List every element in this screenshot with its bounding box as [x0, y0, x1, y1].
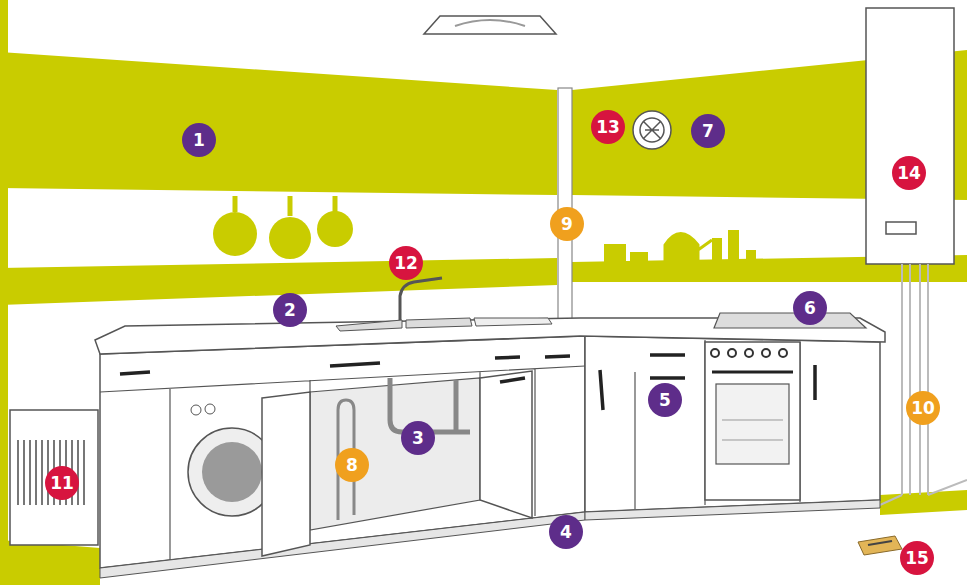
bottle — [728, 230, 739, 274]
drainer — [474, 318, 552, 326]
callout-number: 12 — [389, 246, 423, 280]
pan-handle — [233, 196, 238, 212]
callout-disc — [389, 246, 423, 280]
pan-handle — [333, 196, 338, 212]
callout-disc — [335, 448, 369, 482]
callout-number: 1 — [182, 123, 216, 157]
sink-cabinet — [262, 371, 532, 556]
radiator — [10, 410, 98, 545]
radiator-body — [10, 410, 98, 545]
cabinet-door — [480, 371, 532, 518]
callout-disc — [648, 383, 682, 417]
callout-number: 13 — [591, 110, 625, 144]
mousetrap — [858, 536, 902, 555]
boiler-pipes — [902, 264, 928, 495]
tap — [400, 278, 442, 320]
sink-basin — [336, 320, 402, 331]
callout-number: 14 — [892, 156, 926, 190]
pan-handle — [288, 196, 293, 216]
bottle — [746, 250, 756, 274]
cabinet-run — [100, 336, 585, 568]
callout-number: 11 — [45, 466, 79, 500]
ceiling-light-detail — [455, 20, 525, 26]
callout-number: 3 — [401, 421, 435, 455]
wall-band — [0, 540, 100, 585]
callout-number: 4 — [549, 515, 583, 549]
boiler-display — [886, 222, 916, 234]
vent-grille — [640, 118, 664, 142]
callout-disc — [401, 421, 435, 455]
callout-disc — [691, 114, 725, 148]
cabinets — [100, 336, 880, 578]
callout-number: 10 — [906, 391, 940, 425]
wall-band — [0, 52, 557, 195]
pans — [213, 196, 353, 259]
callout-number: 2 — [273, 293, 307, 327]
callout-disc — [45, 466, 79, 500]
shelf-items — [604, 230, 756, 274]
callout-number: 8 — [335, 448, 369, 482]
pan — [317, 211, 353, 247]
boiler — [866, 8, 967, 505]
cabinet-handle — [500, 378, 525, 382]
cabinet-interior — [310, 378, 480, 530]
callout-disc — [182, 123, 216, 157]
drain-pipe — [390, 378, 470, 432]
callout-number: 15 — [900, 541, 934, 575]
vent-blades — [643, 121, 661, 139]
bottle — [712, 238, 722, 274]
radiator-fins — [18, 440, 84, 505]
cabinet-lines — [100, 340, 800, 560]
callout-disc — [793, 291, 827, 325]
boiler-body — [866, 8, 954, 264]
kettle — [665, 234, 712, 275]
wall-band — [880, 490, 967, 515]
callout-disc — [892, 156, 926, 190]
sink-basin — [406, 318, 472, 328]
callout-number: 7 — [691, 114, 725, 148]
hob — [714, 313, 866, 328]
oven-racks — [722, 420, 783, 440]
vent — [633, 111, 671, 149]
mousetrap-base — [858, 536, 902, 555]
callout-number: 5 — [648, 383, 682, 417]
plinth — [585, 500, 880, 520]
oven-body — [705, 342, 800, 500]
callout-disc — [550, 207, 584, 241]
oven-window — [716, 384, 789, 464]
oven-handle — [712, 371, 793, 374]
washer-knob — [191, 405, 201, 415]
callout-disc — [549, 515, 583, 549]
callout-disc — [900, 541, 934, 575]
callout-number: 6 — [793, 291, 827, 325]
washer-knob — [205, 404, 215, 414]
cup — [604, 244, 626, 274]
pan — [213, 212, 257, 256]
oven-knobs — [711, 349, 787, 357]
callout-disc — [273, 293, 307, 327]
cabinet-run — [585, 336, 880, 512]
callout-disc — [906, 391, 940, 425]
pan — [269, 217, 311, 259]
callout-disc — [591, 110, 625, 144]
oven — [705, 342, 800, 500]
wall-strip — [0, 0, 8, 585]
cup — [630, 252, 648, 274]
washer-window — [202, 442, 262, 502]
cabinet-door — [262, 392, 310, 556]
callout-number: 9 — [550, 207, 584, 241]
boiler-pipes — [880, 480, 967, 505]
mousetrap-spring — [868, 541, 892, 545]
vent-ring — [633, 111, 671, 149]
callout-discs — [45, 110, 940, 575]
ceiling-light — [424, 16, 556, 34]
